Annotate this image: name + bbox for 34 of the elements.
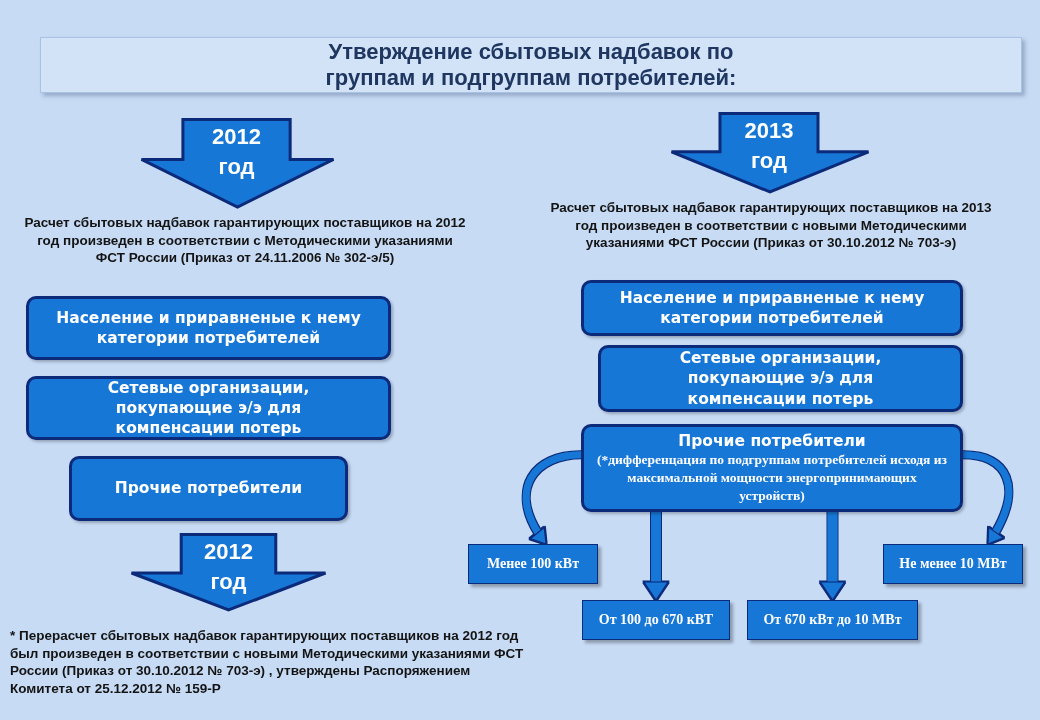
footnote-text: * Перерасчет сбытовых надбавок гарантирующих поставщиков на 2012 год был произведен в соответствии с новыми Методическими указаниями ФСТ России (Приказ от 30.10.2012 № 703-э) , утверждены Распоряжением Комитета от 25.12.2012 № 159-Р xyxy=(10,627,525,698)
subgroup-box xyxy=(747,600,918,640)
category-note: (*дифференцация по подгруппам потребителей исходя из максимальной мощности энергопринимающих устройств) xyxy=(596,450,948,506)
down-arrow xyxy=(819,512,846,601)
description-text: Расчет сбытовых надбавок гарантирующих поставщиков на 2012 год произведен в соответствии с Методическими указаниями ФСТ России (Приказ от 24.11.2006 № 302-э/5) xyxy=(23,214,467,267)
subgroup-box xyxy=(468,544,598,584)
description-text: Расчет сбытовых надбавок гарантирующих поставщиков на 2013 год произведен в соответствии с новыми Методическими указаниями ФСТ России (Приказ от 30.10.2012 № 703-э) xyxy=(549,199,993,252)
arrow-label: 2012 год xyxy=(211,123,262,181)
category-box xyxy=(69,456,348,521)
category-text: Сетевые организации, покупающие э/э для компенсации потерь xyxy=(106,377,311,439)
category-text: Население и приравненые к нему категории потребителей xyxy=(618,287,926,329)
subgroup-text: От 670 кВт до 10 МВт xyxy=(763,612,902,627)
arrow-label: 2012 год xyxy=(203,538,254,596)
subgroup-text: Менее 100 кВт xyxy=(487,556,579,571)
category-box xyxy=(581,424,963,512)
category-box xyxy=(581,280,963,336)
down-block-arrow xyxy=(130,533,327,613)
category-box xyxy=(26,376,391,440)
category-text: Население и приравненые к нему категории потребителей xyxy=(55,307,362,349)
curved-arrow xyxy=(962,451,1013,546)
subgroup-box xyxy=(883,544,1023,584)
slide-title: Утверждение сбытовых надбавок по группам и подгруппам потребителей: xyxy=(324,38,738,92)
category-box xyxy=(26,296,391,360)
category-text: Сетевые организации, покупающие э/э для компенсации потерь xyxy=(678,348,883,409)
subgroup-text: От 100 до 670 кВТ xyxy=(598,612,714,627)
category-text: Прочие потребители xyxy=(678,430,866,451)
down-block-arrow xyxy=(670,112,870,195)
category-text: Прочие потребители xyxy=(114,478,303,499)
down-arrow xyxy=(643,512,669,601)
subgroup-box xyxy=(582,600,730,640)
arrow-label: 2013 год xyxy=(743,117,795,175)
down-block-arrow xyxy=(140,118,335,210)
subgroup-text: Не менее 10 МВт xyxy=(899,556,1007,571)
category-box xyxy=(598,345,963,412)
